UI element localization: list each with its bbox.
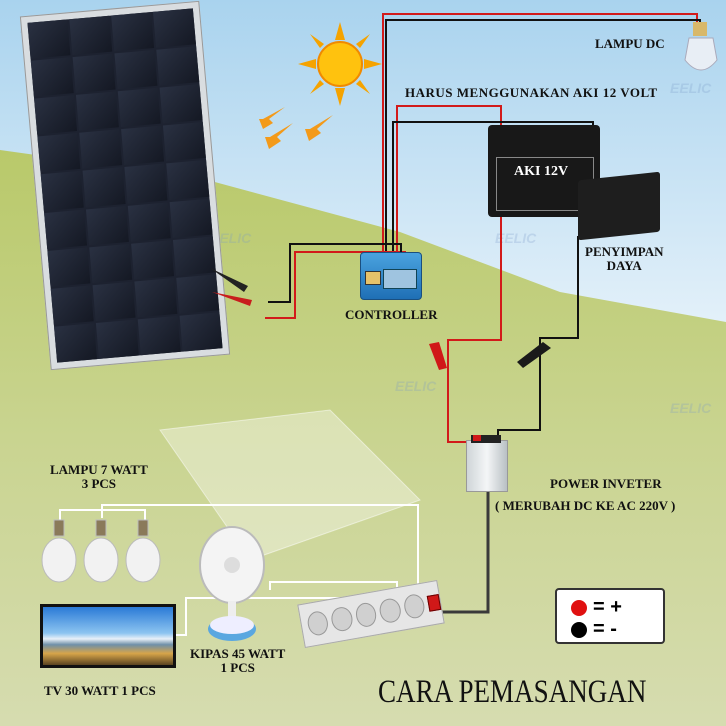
legend-negative-text: = - [593,618,617,640]
red-dot-icon [571,599,587,616]
controller-label: CONTROLLER [345,307,438,322]
small-battery [578,171,660,241]
storage-label-line1: PENYIMPAN [585,244,664,259]
socket [377,597,403,625]
polarity-legend: = + = - [555,588,665,644]
dc-lamp-label: LAMPU DC [595,36,665,51]
wire-positive-battery [396,105,502,256]
battery-label: AKI 12V [514,164,569,179]
power-inverter [466,435,508,492]
fan-label-line2: 1 PCS [220,660,255,675]
wire-ac-lamps [101,504,419,600]
socket [353,601,379,629]
sunlight-arrows-icon [259,107,333,149]
socket [329,605,355,633]
lamps-7w-label-line1: LAMPU 7 WATT [50,462,148,477]
tv [40,604,176,668]
fan-label: KIPAS 45 WATT 1 PCS [190,647,285,675]
watermark: EELIC [495,230,537,246]
inverter-description: ( MERUBAH DC KE AC 220V ) [495,498,676,513]
battery-clips-icon [429,342,551,370]
power-strip-switch [426,593,442,612]
lamps-7w-label-line2: 3 PCS [81,476,117,491]
socket [305,609,331,637]
panel-clips-icon [210,268,252,306]
fan-label-line1: KIPAS 45 WATT [190,646,286,661]
storage-label-line2: DAYA [606,258,642,273]
charge-controller [360,252,422,300]
legend-positive: = + [571,596,622,619]
fan-icon [199,526,265,641]
watermark: EELIC [395,378,437,394]
wire-ac-lamps-branch [59,509,146,524]
diagram-title: CARA PEMASANGAN [378,674,647,710]
tv-label: TV 30 WATT 1 PCS [44,683,156,698]
wire-negative-panel [268,243,402,303]
ac-bulbs-icon [41,519,161,583]
socket [401,592,427,620]
inverter-label: POWER INVETER [550,476,662,491]
wire-negative-battery [392,121,594,256]
dc-lamp-icon [684,22,718,71]
watermark: EELIC [670,80,712,96]
black-dot-icon [571,621,587,638]
wire-ac-inverter [440,490,490,614]
wire-negative-inverter [497,236,579,442]
solar-panel [19,0,231,371]
battery-requirement-note: HARUS MENGGUNAKAN AKI 12 VOLT [405,85,658,100]
sun-icon [298,22,382,106]
watermark: EELIC [670,400,712,416]
storage-label: PENYIMPAN DAYA [585,245,663,273]
wire-positive-inverter [447,217,502,443]
legend-negative: = - [571,618,617,641]
legend-positive-text: = + [593,596,622,618]
lamps-7w-label: LAMPU 7 WATT 3 PCS [50,463,148,491]
